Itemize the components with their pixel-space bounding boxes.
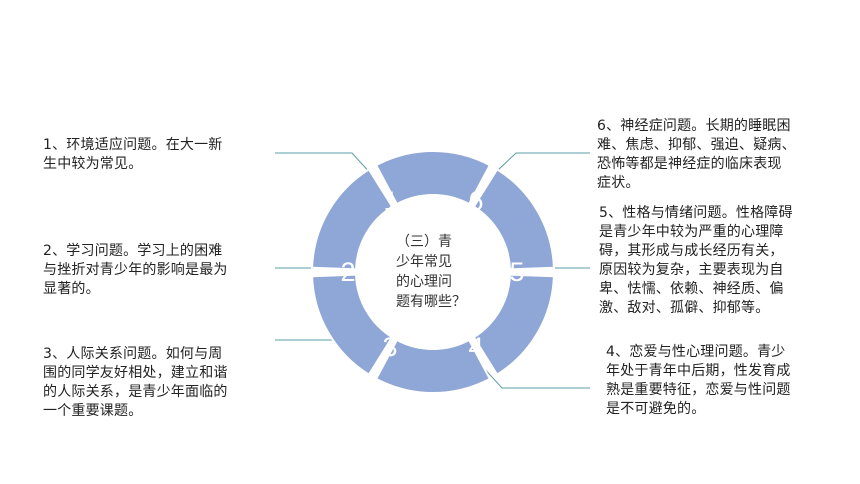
segment-number-5: 5 (509, 257, 524, 287)
connector-4 (481, 365, 590, 389)
segment-number-2: 2 (340, 257, 355, 287)
ring-segments (311, 150, 555, 394)
item-2-description: 2、学习问题。学习上的困难 与挫折对青少年的影响是最为 显著的。 (43, 243, 228, 297)
item-5-description: 5、性格与情绪问题。性格障碍 是青少年中较为严重的心理障 碍，其形成与成长经历有… (599, 205, 793, 316)
center-question: （三）青 少年常见 的心理问 题有哪些？ (396, 234, 466, 310)
item-6-description: 6、神经症问题。长期的睡眠困 难、焦虑、抑郁、强迫、疑病、 恐怖等都是神经症的临… (597, 118, 796, 191)
segment-numbers: 1 2 3 4 5 6 (340, 186, 524, 362)
segment-6 (472, 168, 555, 271)
item-3-description: 3、人际关系问题。如何与周 围的同学友好相处，建立和谐 的人际关系，是青少年面临… (43, 346, 228, 419)
segment-3 (311, 273, 394, 376)
segment-number-6: 6 (468, 186, 483, 216)
item-1-description: 1、环境适应问题。在大一新 生中较为常见。 (43, 137, 223, 172)
segment-number-4: 4 (468, 332, 483, 362)
connector-6 (495, 152, 590, 173)
segment-5 (472, 273, 555, 376)
item-4-description: 4、恋爱与性心理问题。青少 年处于青年中后期，性发育成 熟是重要特征，恋爱与性问… (606, 344, 791, 417)
segment-2 (311, 168, 394, 271)
connector-1 (275, 152, 373, 176)
segment-4 (374, 338, 492, 394)
segment-1 (374, 150, 492, 206)
segment-number-1: 1 (383, 186, 398, 216)
segment-number-3: 3 (382, 332, 397, 362)
